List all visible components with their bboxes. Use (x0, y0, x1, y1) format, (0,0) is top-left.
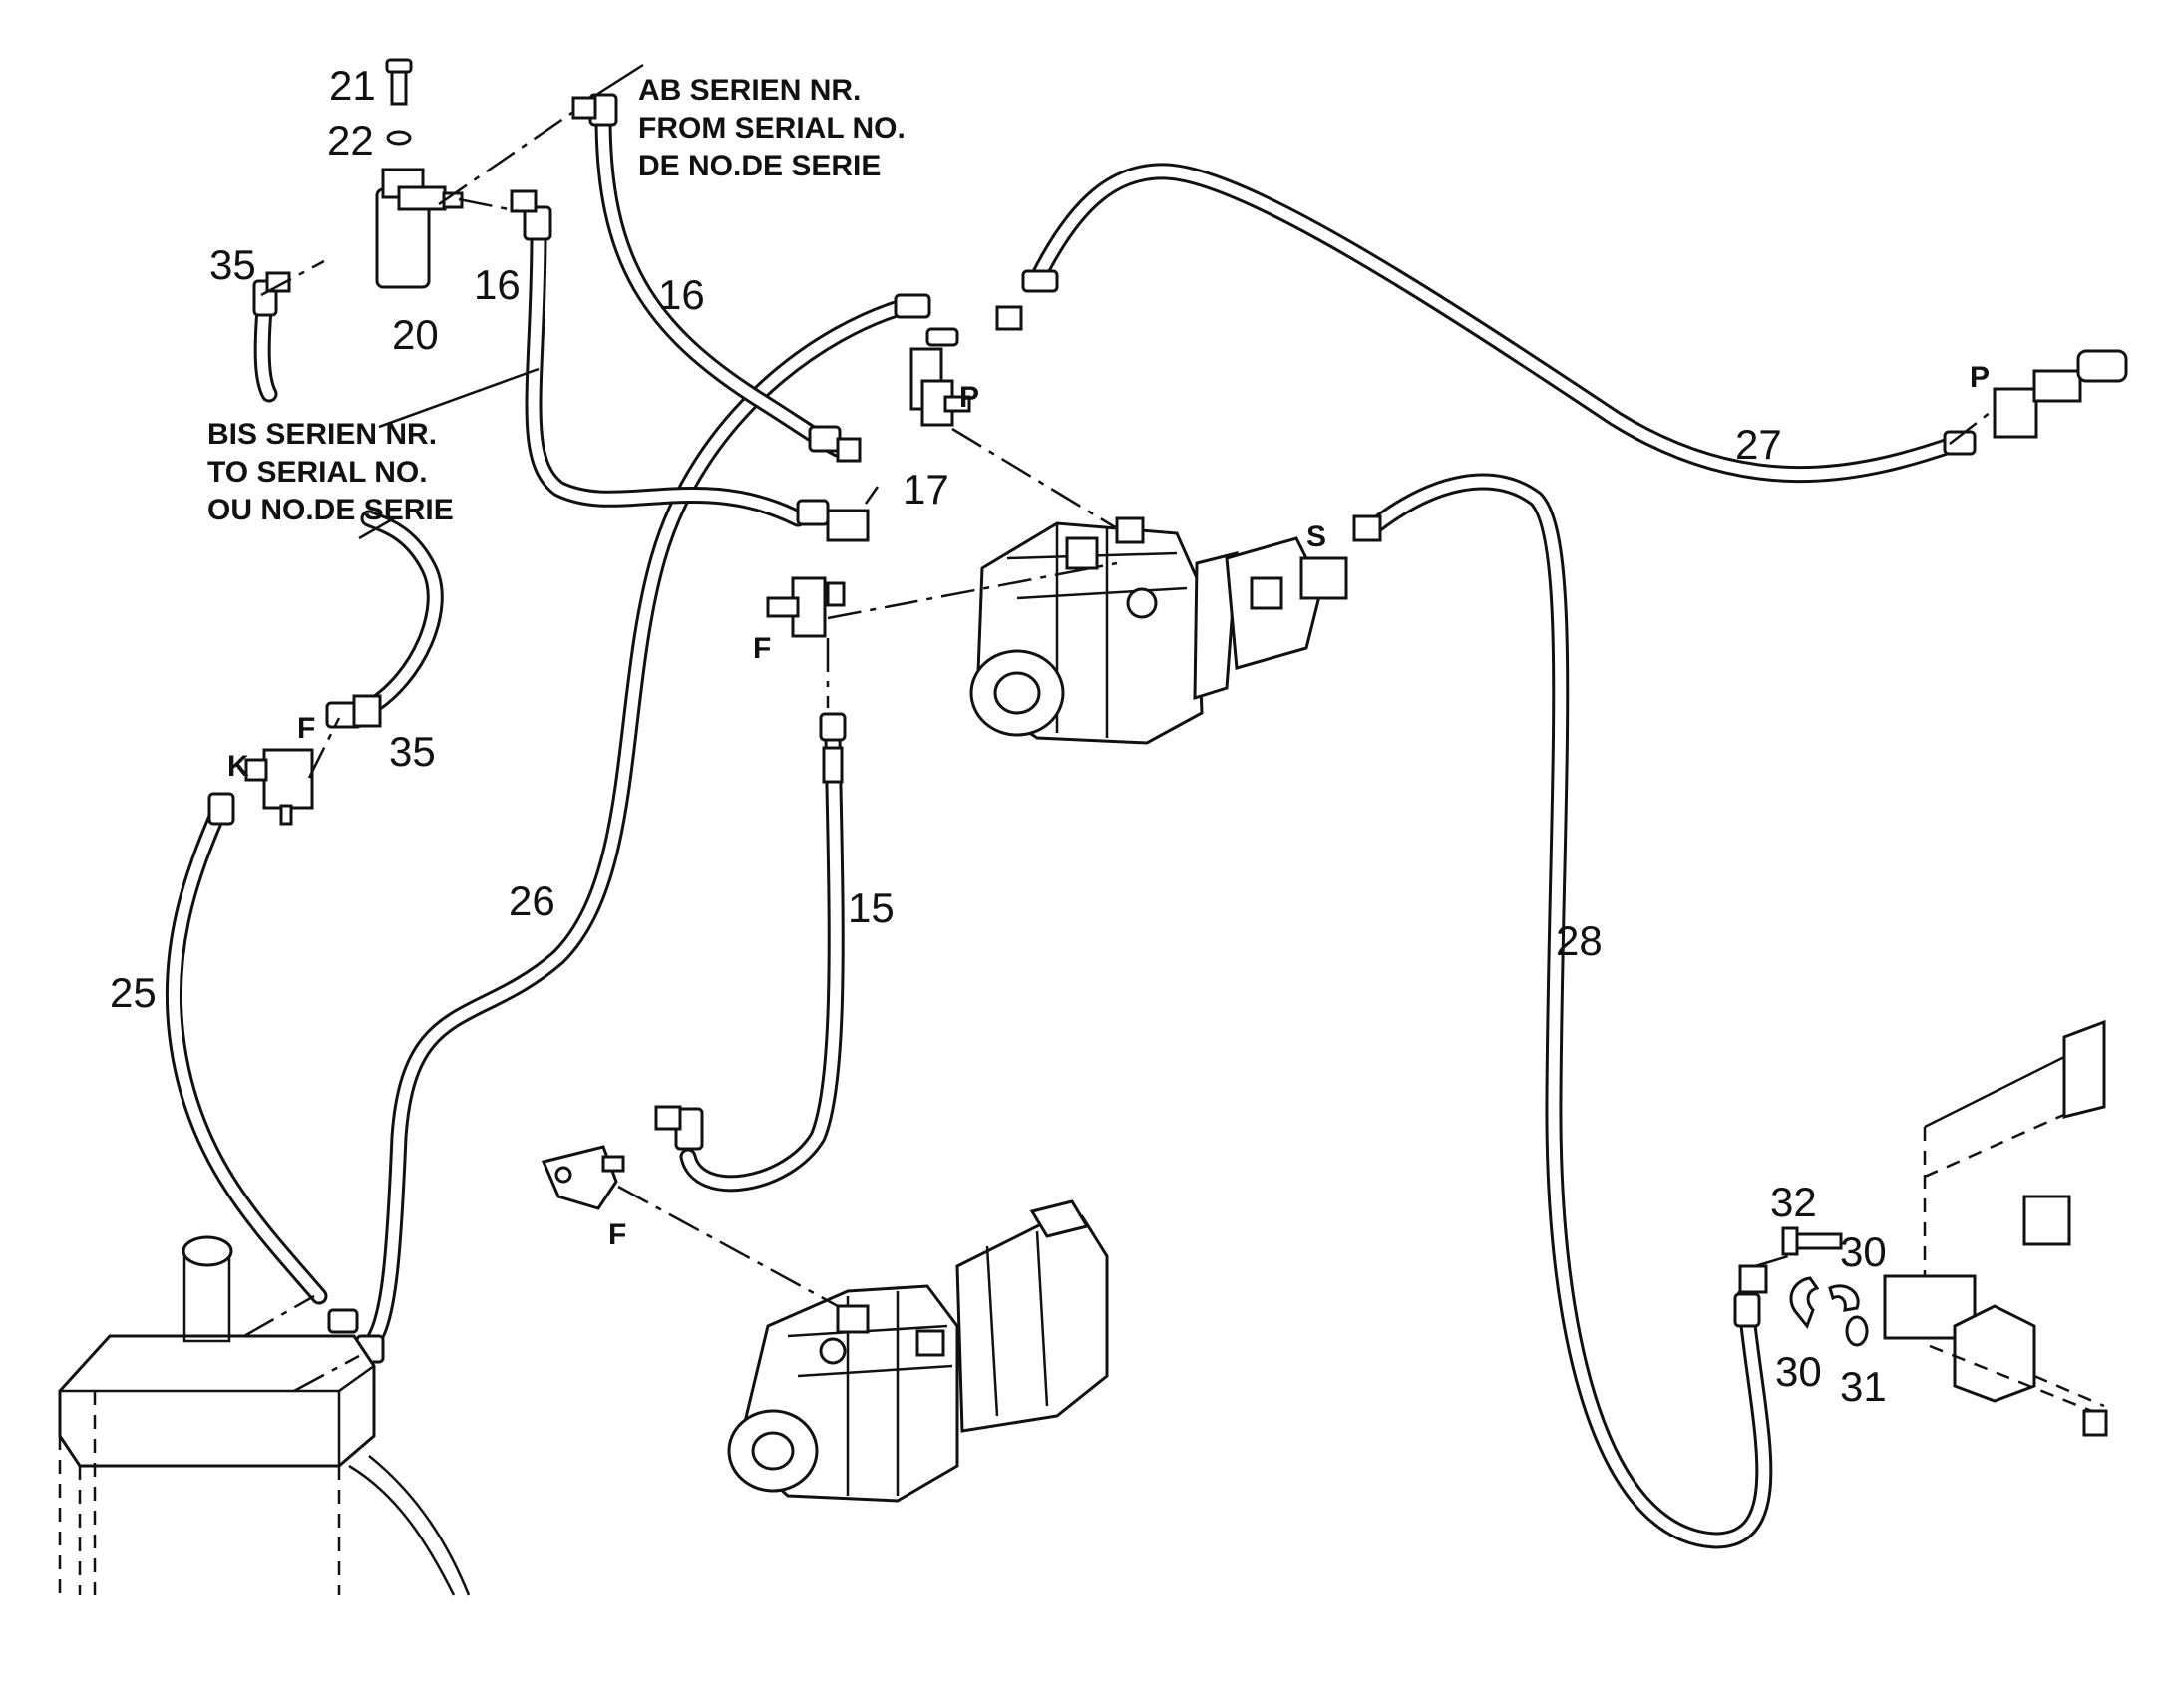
note-to-serial-line1: BIS SERIEN NR. (207, 418, 437, 451)
hose-28 (1365, 473, 1773, 1549)
callout-16-left: 16 (474, 261, 521, 308)
port-label-k: K (227, 750, 249, 783)
callout-28: 28 (1556, 917, 1603, 964)
flange-f-lower (541, 1145, 625, 1210)
port-label-f-upper: F (753, 632, 771, 665)
port-label-f-lower: F (608, 1218, 626, 1251)
callout-20: 20 (392, 311, 439, 358)
connection-dash-lines (243, 110, 1996, 1393)
callout-16-right: 16 (658, 271, 705, 318)
hose-25 (165, 797, 328, 1305)
port-label-p-right: P (1970, 361, 1990, 394)
callout-22: 22 (327, 117, 374, 164)
note-to-serial-line2: TO SERIAL NO. (207, 456, 428, 489)
valve-block-f-upper (766, 576, 846, 638)
callout-21: 21 (329, 62, 376, 109)
callout-35-lower: 35 (389, 728, 436, 775)
note-from-serial-line2: FROM SERIAL NO. (638, 112, 906, 145)
callout-30-lower: 30 (1775, 1348, 1822, 1395)
hose-35-lower (360, 510, 444, 717)
tank-left (58, 1235, 471, 1596)
port-label-p-upper: P (959, 381, 979, 414)
hose-26 (360, 295, 921, 1355)
port-label-f-left: F (297, 712, 315, 745)
pump-lower (727, 1199, 1109, 1503)
note-from-serial-line3: DE NO.DE SERIE (638, 150, 881, 182)
hose-35-upper (253, 300, 278, 403)
hose-15 (679, 729, 845, 1193)
test-port-p-upper (920, 379, 971, 427)
callout-27: 27 (1735, 421, 1782, 468)
callout-32: 32 (1770, 1179, 1817, 1225)
tank-right (1883, 1019, 2108, 1437)
callout-15: 15 (848, 884, 895, 931)
flange-clamp-parts (1781, 1226, 1869, 1347)
callout-30-upper: 30 (1840, 1228, 1887, 1275)
callout-31: 31 (1840, 1363, 1887, 1410)
valve-block-k (244, 748, 314, 826)
note-from-serial-line1: AB SERIEN NR. (638, 74, 861, 107)
callout-17: 17 (903, 466, 949, 512)
port-label-s: S (1306, 520, 1326, 553)
pump-upper (969, 516, 1348, 745)
hose-27 (1028, 163, 1964, 484)
callout-25: 25 (110, 969, 157, 1016)
callout-26: 26 (509, 877, 555, 924)
hose-16-lower (525, 225, 807, 527)
callout-35-upper: 35 (209, 241, 256, 288)
note-to-serial-line3: OU NO.DE SERIE (207, 494, 454, 526)
leader-lines (358, 63, 880, 540)
filter-assembly (375, 58, 464, 289)
test-port-p-right (1993, 349, 2128, 439)
